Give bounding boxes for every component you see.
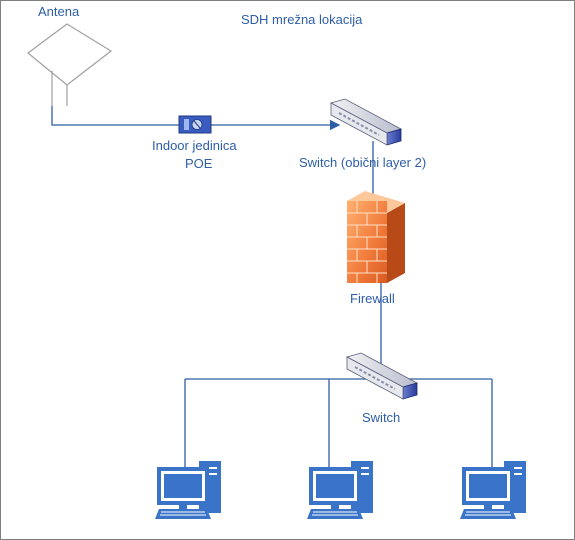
switch-l2-icon (329, 98, 403, 146)
indoor-unit-label: Indoor jedinica (152, 138, 237, 153)
link-antenna-indoor (51, 106, 179, 126)
switch-l2-label: Switch (obični layer 2) (299, 155, 427, 170)
connection-lines (51, 106, 493, 471)
diagram-title: SDH mrežna lokacija (241, 12, 363, 27)
computer-3-icon (460, 461, 526, 519)
antenna-label: Antena (38, 4, 80, 19)
antenna-icon (27, 23, 113, 106)
computers-group (155, 461, 526, 519)
firewall-label: Firewall (350, 291, 395, 306)
computer-2-icon (307, 461, 373, 519)
switch-label: Switch (362, 410, 401, 425)
indoor-unit-poe-label: POE (185, 156, 213, 171)
computer-1-icon (155, 461, 221, 519)
poe-indoor-unit-icon (178, 115, 212, 134)
switch-icon (345, 352, 419, 400)
firewall-icon (347, 191, 405, 283)
